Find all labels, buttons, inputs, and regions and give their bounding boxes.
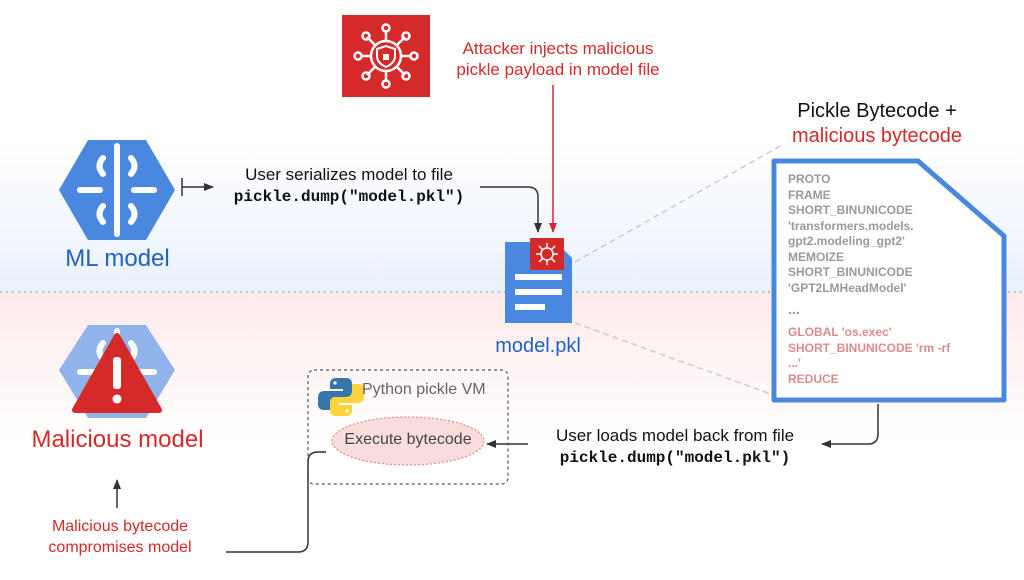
- zoom-line-bottom: [574, 322, 783, 399]
- bytecode-line: PROTO: [788, 172, 831, 186]
- bytecode-ellipsis: ...: [788, 301, 800, 317]
- malicious-bytecode-line: ...': [788, 356, 801, 370]
- execute-ellipse: [331, 416, 485, 466]
- ml-model-label: ML model: [65, 245, 170, 272]
- load-line-1: User loads model back from file: [555, 426, 795, 445]
- serialize-code: pickle.dump("model.pkl"): [233, 188, 465, 206]
- load-arrow: [821, 404, 879, 448]
- malicious-model-label: Malicious model: [31, 426, 204, 453]
- bytecode-line: SHORT_BINUNICODE: [788, 203, 913, 217]
- python-logo-icon: [318, 378, 364, 416]
- warning-triangle-icon: [72, 333, 162, 413]
- load-code: pickle.dump("model.pkl"): [559, 449, 791, 467]
- bytecode-line: SHORT_BINUNICODE: [788, 265, 913, 279]
- to-file-arrow: [480, 186, 542, 233]
- load-caption: User loads model back from file pickle.d…: [530, 425, 820, 469]
- malicious-bytecode-line: GLOBAL 'os.exec': [788, 325, 892, 339]
- file-attacker-badge-icon: [530, 238, 564, 270]
- bytecode-title-line-2: malicious bytecode: [791, 125, 963, 147]
- serialize-caption: User serializes model to file pickle.dum…: [214, 164, 484, 208]
- compromise-to-vm-line: [226, 451, 326, 553]
- zoom-line-top: [574, 144, 783, 263]
- malicious-bytecode-line: REDUCE: [788, 371, 839, 386]
- attacker-caption: Attacker injects malicious pickle payloa…: [438, 38, 678, 80]
- bytecode-line: gpt2.modeling_gpt2': [788, 234, 905, 248]
- ml-model-brain-icon: [59, 140, 175, 240]
- bytecode-line: 'GPT2LMHeadModel': [788, 280, 907, 295]
- attacker-shield-network-icon: [342, 15, 430, 97]
- bytecode-line: FRAME: [788, 187, 831, 202]
- bytecode-line: MEMOIZE: [788, 249, 844, 264]
- compromise-caption: Malicious bytecode compromises model: [30, 516, 210, 558]
- attacker-line-2: pickle payload in model file: [456, 60, 660, 79]
- attacker-line-1: Attacker injects malicious: [462, 39, 654, 58]
- malicious-bytecode-line: SHORT_BINUNICODE 'rm -rf: [788, 340, 951, 355]
- bytecode-document: [771, 158, 1007, 403]
- compromise-line-2: compromises model: [48, 539, 192, 556]
- python-vm-box: [307, 369, 509, 485]
- serialize-line-1: User serializes model to file: [245, 165, 453, 184]
- bytecode-normal-listing: PROTO FRAME SHORT_BINUNICODE 'transforme…: [788, 172, 914, 296]
- malicious-model-brain-icon: [59, 325, 175, 418]
- bytecode-malicious-listing: GLOBAL 'os.exec' SHORT_BINUNICODE 'rm -r…: [788, 325, 950, 387]
- bytecode-title: Pickle Bytecode + malicious bytecode: [752, 99, 1002, 149]
- bytecode-title-line-1: Pickle Bytecode +: [797, 100, 957, 122]
- execute-label: Execute bytecode: [344, 431, 472, 448]
- compromise-line-1: Malicious bytecode: [51, 518, 189, 535]
- file-label: model.pkl: [495, 335, 581, 357]
- bytecode-line: 'transformers.models.: [788, 218, 914, 233]
- vm-title: Python pickle VM: [362, 381, 486, 398]
